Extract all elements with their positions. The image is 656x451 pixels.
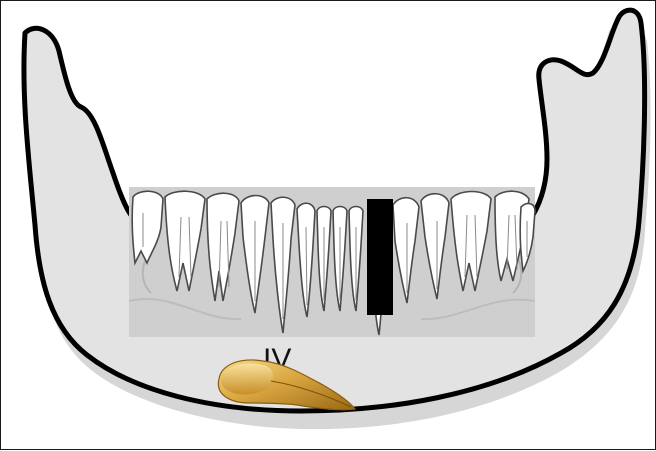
vertical-black-bar: [367, 199, 393, 315]
